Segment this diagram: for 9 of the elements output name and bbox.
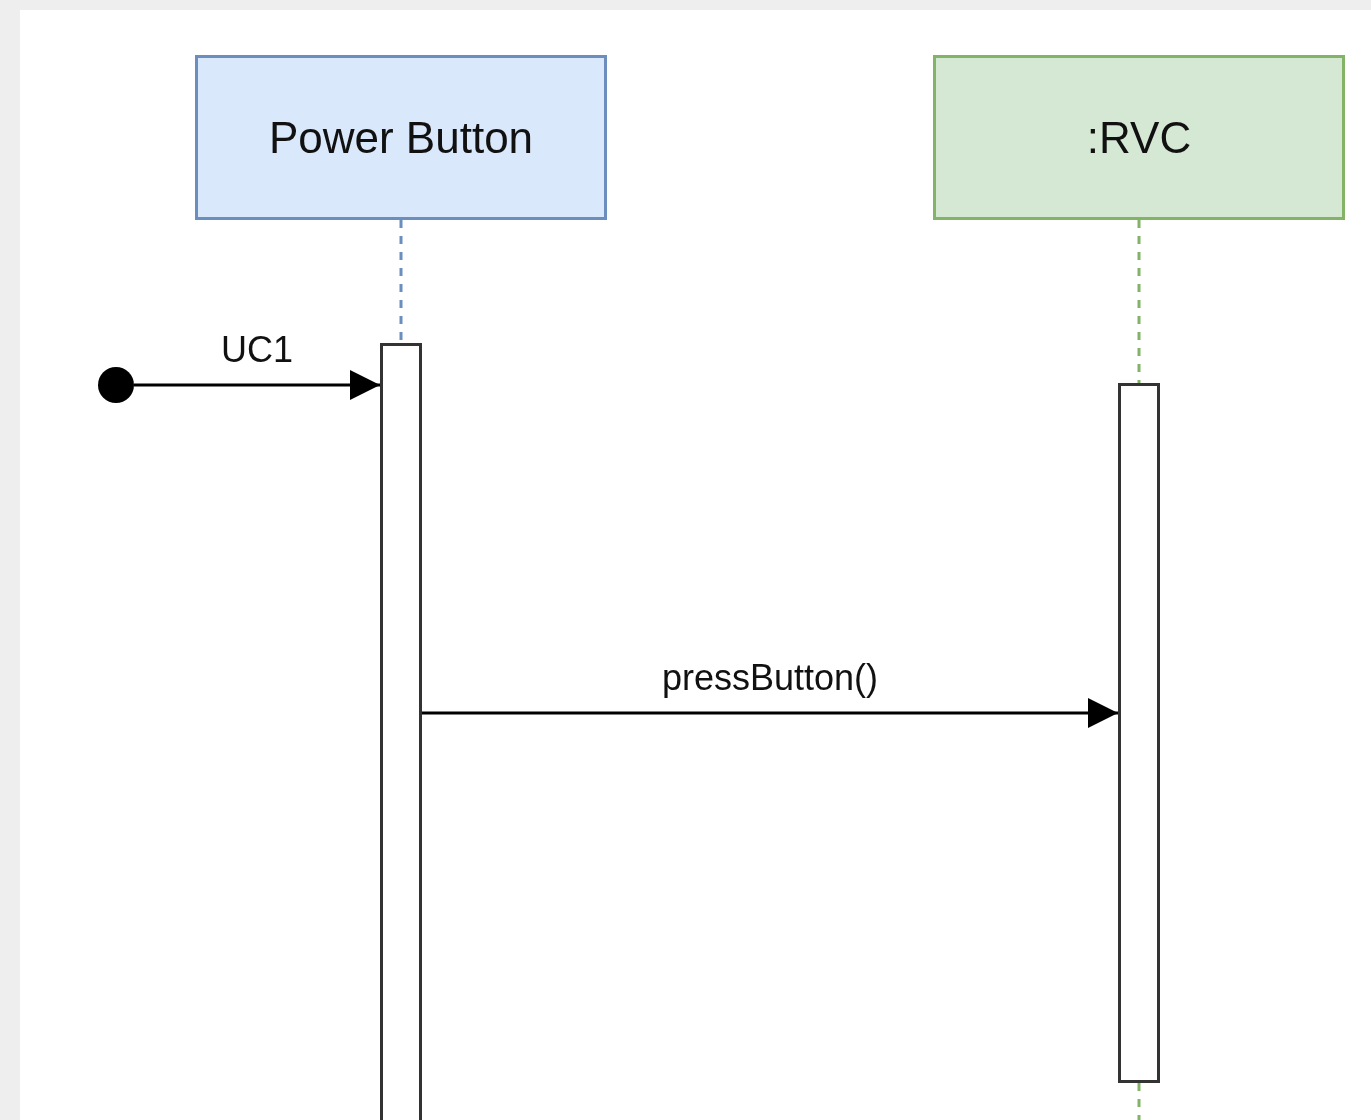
message-arrow (422, 698, 1118, 728)
activation-bar (1118, 383, 1160, 1083)
lifeline (1137, 220, 1141, 383)
lifeline-header: Power Button (195, 55, 607, 220)
lifeline (1137, 1083, 1141, 1120)
lifeline-header: :RVC (933, 55, 1345, 220)
message-arrow (134, 370, 380, 400)
activation-bar (380, 343, 422, 1120)
lifeline (399, 220, 403, 343)
